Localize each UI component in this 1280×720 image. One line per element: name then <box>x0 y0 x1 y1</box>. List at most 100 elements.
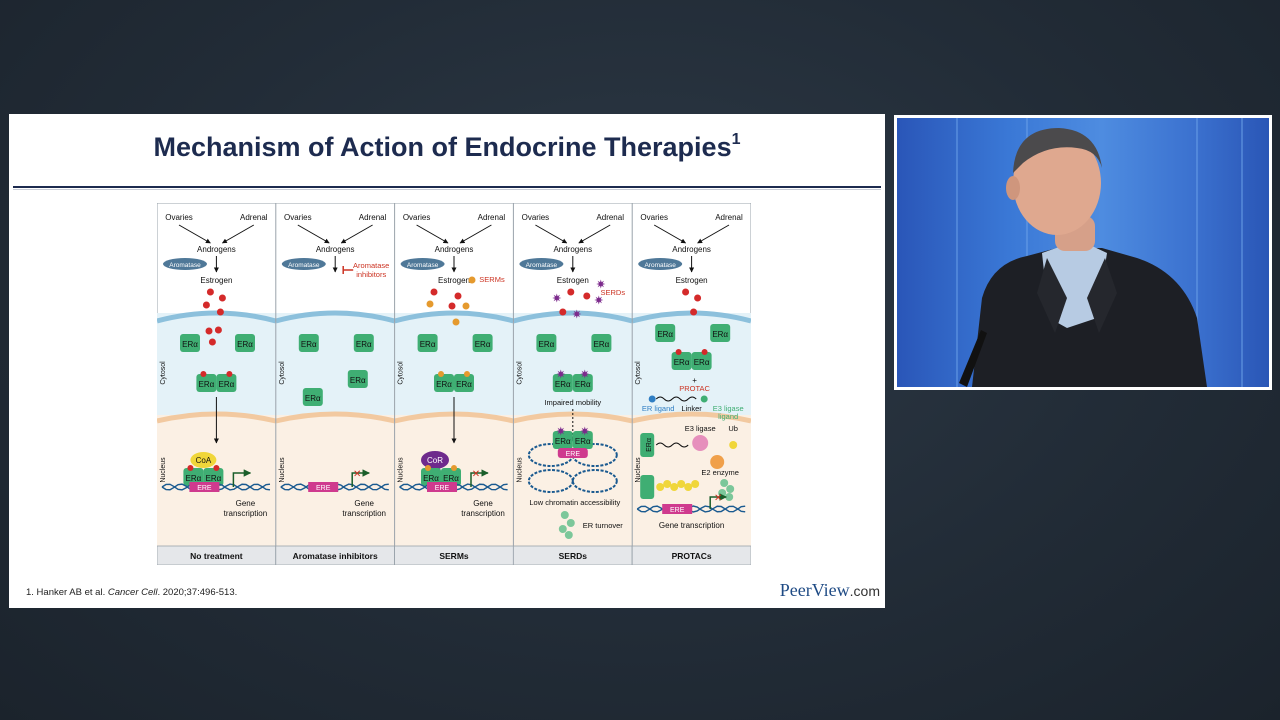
cytosol-label: Cytosol <box>279 361 286 385</box>
er-alpha-label: ERα <box>237 340 253 349</box>
aromatase-label: Aromatase <box>644 262 676 269</box>
er-alpha-receptor <box>591 334 612 352</box>
er-turnover-label: ER turnover <box>583 521 624 530</box>
estrogen-molecule <box>187 465 194 471</box>
serd-molecule <box>596 279 606 289</box>
er-alpha-receptor <box>536 334 557 352</box>
estrogen-molecule <box>567 288 575 296</box>
er-alpha-receptor <box>196 374 217 392</box>
estrogen-molecule <box>675 349 682 355</box>
er-alpha-receptor <box>216 374 237 392</box>
er-alpha-label: ERα <box>555 380 571 389</box>
er-alpha-receptor <box>640 475 655 499</box>
er-alpha-receptor <box>441 468 461 486</box>
slide-title: Mechanism of Action of Endocrine Therapi… <box>153 131 741 162</box>
coactivator <box>190 452 217 468</box>
ubiquitin <box>729 441 738 449</box>
ubiquitin-chain <box>684 483 693 491</box>
androgen-arrow <box>578 224 611 244</box>
transcription-arrow <box>232 469 252 487</box>
ovaries-label: Ovaries <box>522 213 550 222</box>
nuclear-membrane <box>631 411 751 424</box>
androgens-label: Androgens <box>197 245 236 254</box>
title-divider <box>13 186 881 188</box>
er-alpha-receptor <box>434 374 454 392</box>
speaker-image <box>956 118 1243 387</box>
ovaries-label: Ovaries <box>165 213 193 222</box>
er-alpha-receptor <box>691 352 712 370</box>
ovaries-label: Ovaries <box>403 213 431 222</box>
er-alpha-label: ERα <box>182 340 198 349</box>
er-alpha-receptor <box>302 388 323 406</box>
estrogen-molecule <box>430 288 438 296</box>
e2-enzyme <box>710 455 725 469</box>
er-alpha-label: ERα <box>575 380 591 389</box>
er-alpha-receptor <box>298 334 319 352</box>
serm-molecule <box>451 465 457 471</box>
cytosol-region <box>513 313 633 415</box>
er-alpha-label: ERα <box>219 380 235 389</box>
e2-enzyme-label: E2 enzyme <box>701 468 739 477</box>
estrogen-molecule <box>448 302 456 310</box>
chromatin-loop <box>571 469 618 493</box>
estrogen-molecule <box>205 327 213 335</box>
estrogen-label: Estrogen <box>200 276 232 285</box>
drug-label: SERMs <box>479 275 505 284</box>
er-alpha-label: ERα <box>301 340 317 349</box>
estrogen-molecule <box>200 371 207 377</box>
estrogen-molecule <box>454 292 462 300</box>
serm-molecule <box>464 371 470 377</box>
plus-sign: + <box>692 376 697 385</box>
estrogen-molecule <box>226 371 233 377</box>
cytosol-label: Cytosol <box>635 361 642 385</box>
estrogen-molecule <box>216 308 224 316</box>
nucleus-label: Nucleus <box>279 457 286 483</box>
er-alpha-label: ERα <box>443 474 459 483</box>
estrogen-label: Estrogen <box>438 276 470 285</box>
drug-label-line1: Aromatase <box>353 261 389 270</box>
er-alpha-label: ERα <box>436 380 452 389</box>
serd-molecule <box>552 293 562 303</box>
transcription-arrow <box>709 493 727 509</box>
panel-label: SERDs <box>559 551 588 561</box>
nucleus-label: Nucleus <box>516 457 523 483</box>
cor-label: CoR <box>427 456 443 465</box>
gene-label: Gene <box>354 499 374 508</box>
serm-molecule <box>438 371 444 377</box>
aromatase-enzyme <box>638 258 683 270</box>
er-alpha-label: ERα <box>475 340 491 349</box>
estrogen-molecule <box>218 294 226 302</box>
er-alpha-receptor <box>572 431 593 449</box>
e3-ligand-label-2: ligand <box>718 412 738 421</box>
er-alpha-label: ERα <box>555 437 571 446</box>
degraded-receptor <box>564 531 573 539</box>
er-alpha-receptor <box>183 468 204 486</box>
aromatase-enzyme <box>519 258 564 270</box>
er-alpha-label: ERα <box>206 474 222 483</box>
er-alpha-receptor <box>421 468 441 486</box>
panel-label: No treatment <box>190 551 243 561</box>
er-alpha-receptor <box>417 334 438 352</box>
blocked-mark: ✕ <box>353 469 361 480</box>
impaired-mobility-label: Impaired mobility <box>544 398 601 407</box>
er-alpha-label: ERα <box>594 340 610 349</box>
estrogen-molecule <box>583 292 591 300</box>
cell-membrane <box>157 310 277 324</box>
ere-box <box>662 504 693 514</box>
cytosol-label: Cytosol <box>160 361 167 385</box>
estrogen-molecule <box>690 308 698 316</box>
estrogen-molecule <box>206 288 214 296</box>
er-alpha-receptor <box>472 334 493 352</box>
gene-label: Gene <box>236 499 256 508</box>
er-alpha-receptor <box>655 324 676 342</box>
linker-chain <box>655 396 697 402</box>
degraded-receptor <box>726 485 735 493</box>
serm-molecule <box>462 302 470 310</box>
er-alpha-receptor <box>353 334 374 352</box>
er-alpha-label: ERα <box>186 474 202 483</box>
estrogen-molecule <box>213 465 220 471</box>
corepressor <box>421 451 449 469</box>
adrenal-label: Adrenal <box>715 213 743 222</box>
er-alpha-receptor <box>640 433 655 457</box>
